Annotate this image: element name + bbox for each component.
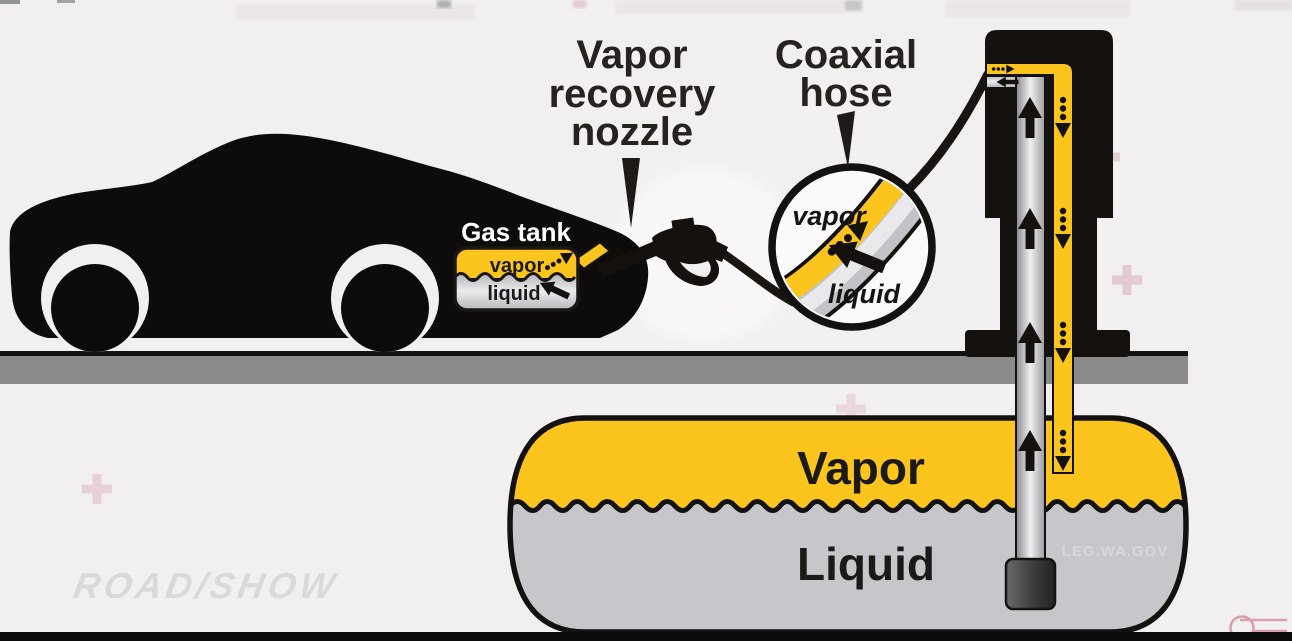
nozzle-body: [652, 224, 717, 265]
callout-line: hose: [799, 71, 892, 115]
callout-line: Coaxial: [775, 33, 917, 77]
nozzle-lever: [671, 217, 695, 231]
filler-neck: [571, 240, 613, 271]
fuel-nozzle: [596, 217, 728, 286]
car-wheel: [341, 264, 429, 352]
car-tank-liquid-label: liquid: [487, 283, 540, 305]
magnifier-ring: [768, 163, 936, 331]
callout-coaxial-hose: Coaxial hose: [775, 33, 917, 168]
fuel-hose-upper: [903, 69, 993, 195]
pump-base: [965, 330, 1130, 357]
tank-liquid-surface: [510, 499, 1186, 513]
tank-vapor-label: Vapor: [797, 442, 925, 494]
player-bar: [0, 632, 1292, 641]
callout-line: recovery: [549, 72, 717, 116]
hose-magnifier: vapor liquid: [768, 163, 936, 331]
tank-liquid-label: Liquid: [797, 538, 935, 590]
ground: [0, 351, 1188, 384]
gas-tank-label: Gas tank: [461, 217, 571, 247]
pump-head: [985, 30, 1113, 218]
car-tank-vapor-label: vapor: [490, 255, 545, 277]
car-gas-tank: vapor liquid: [453, 246, 580, 312]
callout-vapor-recovery-nozzle: Vapor recovery nozzle: [549, 33, 717, 228]
liquid-pipe: [1015, 75, 1046, 562]
pump-column: [1000, 216, 1097, 332]
gas-pump: [965, 30, 1130, 611]
magnifier-liquid-label: liquid: [828, 279, 900, 309]
ghost-cross-icon: [82, 474, 112, 504]
roadshow-logo: ROAD/SHOW: [71, 565, 342, 606]
car-wheel: [51, 264, 139, 352]
pointer-arrow: [837, 111, 855, 168]
car-silhouette: Gas tank vapor liquid: [9, 133, 649, 352]
storage-tank: Vapor Liquid LEG.WA.GOV: [507, 415, 1189, 635]
magnifier-vapor-label: vapor: [792, 201, 867, 231]
pointer-arrow: [622, 158, 640, 228]
nozzle-guard-cutout: [680, 261, 711, 277]
callout-line: nozzle: [571, 110, 693, 154]
ground-line: [0, 351, 1188, 356]
nozzle-spout: [596, 239, 666, 277]
site-watermark: LEG.WA.GOV: [1062, 543, 1169, 560]
ground-bar: [0, 356, 1188, 384]
ghost-cross-icon: [1112, 265, 1142, 295]
car-tank-outline: [453, 246, 580, 312]
car-tank-surface: [455, 272, 577, 282]
nozzle-hose-coupling: [705, 238, 728, 262]
callout-line: Vapor: [576, 33, 687, 77]
pipe-suction-foot: [1004, 557, 1057, 611]
